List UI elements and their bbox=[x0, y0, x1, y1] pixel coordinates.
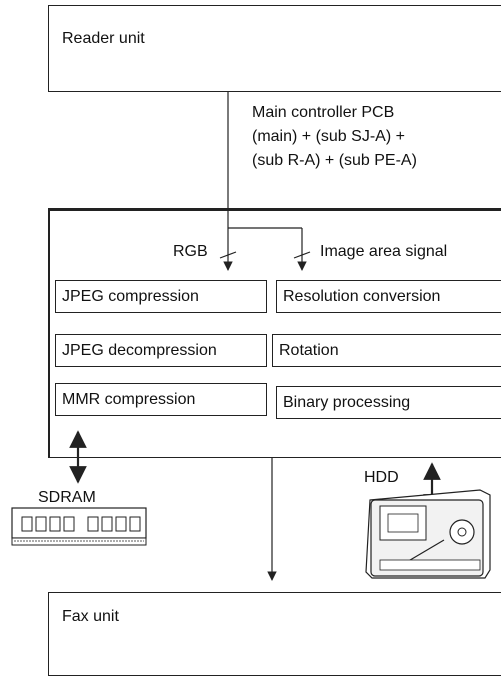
rotation-cell: Rotation bbox=[272, 334, 501, 367]
image-area-bus-slash bbox=[293, 251, 311, 259]
sdram-module-icon bbox=[11, 507, 147, 546]
resolution-conversion-cell: Resolution conversion bbox=[276, 280, 501, 313]
mmr-compression-cell: MMR compression bbox=[55, 383, 267, 416]
main-controller-box bbox=[48, 208, 501, 458]
main-controller-label-line-1: Main controller PCB bbox=[252, 104, 395, 121]
jpeg-compression-cell: JPEG compression bbox=[55, 280, 267, 313]
main-controller-label-line-2: (main) + (sub SJ-A) + bbox=[252, 128, 405, 145]
hdd-icon bbox=[365, 489, 491, 579]
fax-unit-label: Fax unit bbox=[62, 608, 119, 625]
rgb-signal-label: RGB bbox=[173, 243, 208, 260]
fax-unit-box bbox=[48, 592, 501, 676]
sdram-label: SDRAM bbox=[38, 489, 96, 506]
rgb-bus-slash bbox=[219, 251, 237, 259]
image-area-signal-label: Image area signal bbox=[320, 243, 448, 260]
hdd-label: HDD bbox=[364, 469, 399, 486]
reader-unit-box bbox=[48, 5, 501, 92]
main-controller-label-line-3: (sub R-A) + (sub PE-A) bbox=[252, 152, 417, 169]
binary-processing-cell: Binary processing bbox=[276, 386, 501, 419]
reader-unit-label: Reader unit bbox=[62, 30, 145, 47]
jpeg-decompression-cell: JPEG decompression bbox=[55, 334, 267, 367]
